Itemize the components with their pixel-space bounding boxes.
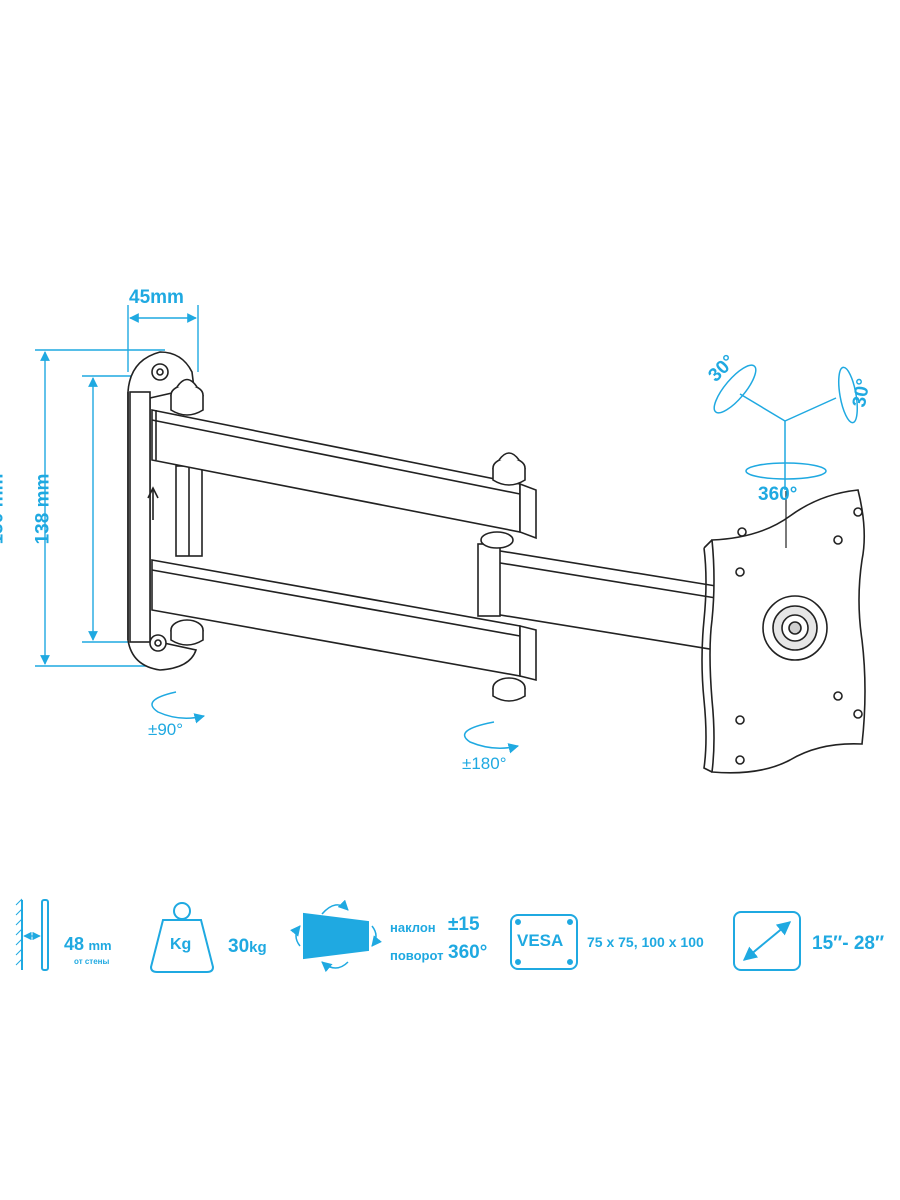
swivel-label: 360° [758,484,798,505]
vesa-plate [701,489,866,774]
vesa-icon-text: VESA [517,931,564,950]
weight-icon-text: Kg [170,936,192,953]
tilt-axes [713,364,859,490]
dimension-lines [35,305,199,667]
elbow-pivot-rotation-label: ±180° [462,754,507,773]
spec-icons [15,898,801,973]
vesa-sizes: 75 x 75, 100 x 100 [587,934,704,950]
wall-distance-spec: 48 mm [64,934,112,955]
pivot-caps [170,378,526,702]
tilt-spec-value: ±15 [448,914,480,935]
pivot-column [175,465,203,557]
wall-distance-unit: mm [88,938,112,953]
depth-dimension-label: 45mm [129,287,184,308]
weight-value: 30 [228,936,250,957]
tilt-spec-label: наклон [390,920,436,935]
wall-distance-value: 48 [64,934,85,954]
rotation-arrows [151,691,520,754]
weight-unit: kg [249,939,267,956]
wall-plate [127,351,198,671]
weight-spec: 30kg [228,936,267,958]
wall-distance-note: от стены [74,957,110,966]
total-height-label: 150 mm [0,473,8,545]
swivel-spec-label: поворот [390,948,444,963]
swivel-spec-value: 360° [448,942,488,963]
screen-size-range: 15″- 28″ [812,933,885,954]
wall-pivot-rotation-label: ±90° [148,720,184,739]
hole-spacing-label: 138 mm [32,473,54,545]
upper-arm [151,409,537,540]
lower-arm [151,559,537,682]
